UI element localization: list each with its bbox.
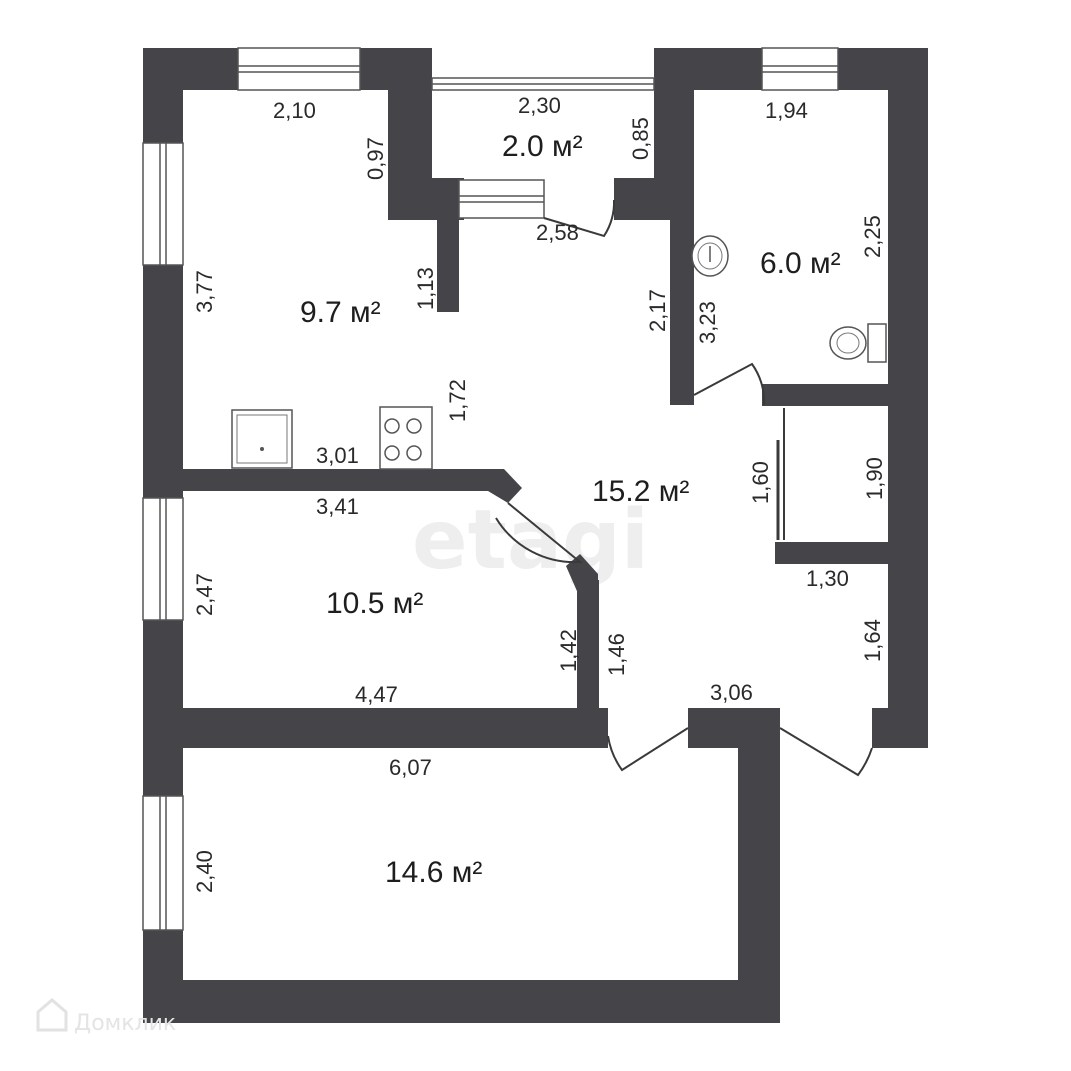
dim-label: 1,13 [413, 267, 438, 310]
door-bedroom [495, 502, 583, 564]
window-living-left [142, 795, 184, 931]
dimensions-vertical: 0,97 0,85 2,25 3,77 1,13 2,17 3,23 1,72 … [192, 117, 887, 893]
window-kitchen-left [142, 142, 184, 266]
dim-label: 3,77 [192, 270, 217, 313]
dim-label: 1,42 [556, 629, 581, 672]
dim-label: 1,30 [806, 566, 849, 591]
dim-label: 3,01 [316, 443, 359, 468]
dimensions-horizontal: 2,10 2,30 1,94 2,58 3,01 3,41 1,30 3,06 … [273, 93, 849, 780]
dim-label: 2,30 [518, 93, 561, 118]
dim-label: 2,58 [536, 220, 579, 245]
door-balcony [543, 199, 616, 238]
window-bedroom-left [142, 497, 184, 621]
area-bathroom: 6.0 м² [760, 247, 841, 280]
dim-label: 1,64 [860, 619, 885, 662]
dim-label: 1,94 [765, 98, 808, 123]
stove-icon [379, 406, 433, 470]
dim-label: 6,07 [389, 755, 432, 780]
window-bathroom-top [761, 47, 839, 91]
doors [495, 199, 873, 777]
dim-label: 0,85 [628, 117, 653, 160]
toilet-icon [829, 323, 887, 363]
window-balcony-top [431, 77, 655, 91]
area-balcony: 2.0 м² [502, 130, 583, 163]
door-entrance [779, 727, 873, 777]
dim-label: 2,40 [192, 850, 217, 893]
windows [142, 47, 839, 931]
dim-label: 1,90 [862, 457, 887, 500]
dim-label: 2,47 [192, 573, 217, 616]
dim-label: 1,60 [748, 461, 773, 504]
room-areas: 9.7 м² 2.0 м² 6.0 м² 15.2 м² 10.5 м² 14.… [300, 130, 841, 889]
kitchen-sink-icon [231, 409, 293, 469]
window-kitchen-top [237, 47, 361, 91]
area-kitchen: 9.7 м² [300, 296, 381, 329]
dim-label: 4,47 [355, 682, 398, 707]
fixtures [231, 235, 887, 470]
watermark: etagi [412, 493, 649, 588]
dim-label: 2,25 [860, 215, 885, 258]
dim-label: 1,72 [445, 379, 470, 422]
dim-label: 2,10 [273, 98, 316, 123]
house-logo-icon [36, 998, 68, 1032]
area-hall: 15.2 м² [592, 475, 689, 508]
area-living-room: 14.6 м² [385, 856, 482, 889]
dim-label: 0,97 [363, 137, 388, 180]
branding: Домклик [36, 998, 176, 1036]
dim-label: 3,23 [695, 301, 720, 344]
dim-label: 2,17 [645, 289, 670, 332]
washbasin-icon [691, 235, 729, 277]
area-bedroom: 10.5 м² [326, 587, 423, 620]
dim-label: 3,41 [316, 494, 359, 519]
branding-text: Домклик [74, 1011, 176, 1036]
door-living [607, 727, 689, 772]
door-bathroom [693, 362, 766, 406]
dim-label: 3,06 [710, 680, 753, 705]
window-balcony-door [458, 179, 545, 219]
dim-label: 1,46 [604, 633, 629, 676]
